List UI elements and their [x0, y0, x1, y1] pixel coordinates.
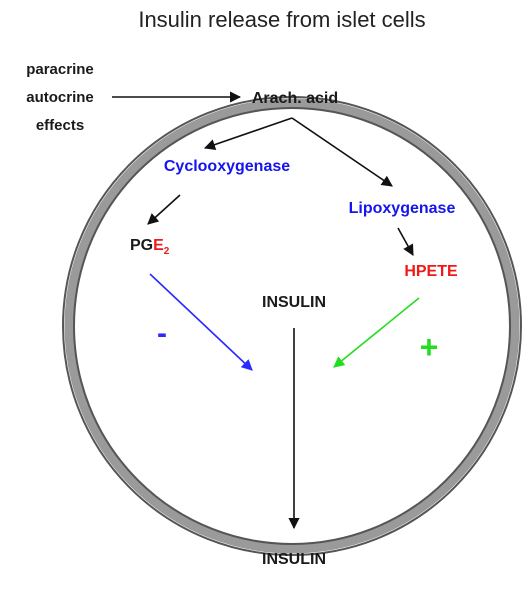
node-insulin-inside: INSULIN [262, 294, 326, 311]
arrow-cyclooxygenase-to-pge2 [147, 194, 181, 225]
arrow-lipoxygenase-to-hpete [397, 227, 414, 256]
arrow-pge2-inhibitory [149, 273, 253, 371]
node-hpete: HPETE [404, 263, 458, 280]
side-label-effects: effects [36, 117, 84, 134]
side-label-autocrine: autocrine [26, 89, 94, 106]
paracrine-autocrine-label: paracrine autocrine effects [26, 61, 94, 134]
arrow-arachidonic-to-lipoxygenase [291, 117, 393, 187]
pge2-prefix: PG [130, 237, 153, 254]
side-label-paracrine: paracrine [26, 61, 94, 78]
arrow-hpete-stimulatory [333, 297, 420, 368]
sign-pge2-minus: - [157, 317, 167, 350]
node-pge2: PGE2 [130, 237, 170, 257]
arrow-arachidonic-to-cyclooxygenase [203, 117, 293, 151]
node-lipoxygenase: Lipoxygenase [349, 200, 456, 217]
node-insulin-outside: INSULIN [262, 551, 326, 568]
diagram-title: Insulin release from islet cells [138, 7, 425, 32]
pge2-subscript: 2 [164, 246, 170, 257]
sign-hpete-plus: + [420, 329, 439, 365]
pge2-e: E [153, 237, 164, 254]
islet-cell-membrane [62, 96, 522, 556]
node-arachidonic-acid: Arach. acid [252, 90, 338, 107]
node-cyclooxygenase: Cyclooxygenase [164, 158, 290, 175]
